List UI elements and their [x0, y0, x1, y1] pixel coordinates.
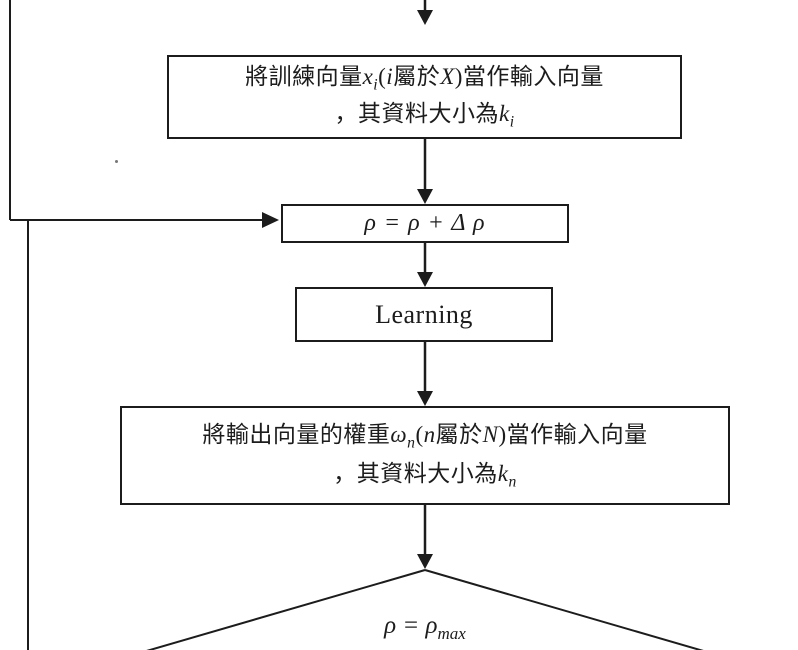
math-var: i — [386, 63, 394, 89]
text-segment: ( — [378, 63, 387, 89]
math-var: n — [423, 421, 436, 447]
text-segment: )當作輸入向量 — [454, 63, 604, 89]
text-segment: )當作輸入向量 — [498, 421, 648, 447]
entry-arrow-head — [417, 10, 433, 25]
process-box-learning: Learning — [295, 287, 553, 342]
box1-text-line1: 將訓練向量xi(i屬於X)當作輸入向量 — [245, 60, 604, 97]
text-segment: 將訓練向量 — [245, 63, 363, 89]
text-segment: 屬於 — [393, 63, 441, 89]
learning-label: Learning — [375, 299, 473, 329]
math-var: x — [362, 63, 374, 89]
decision-diamond-left-edge — [146, 569, 426, 650]
math-var: k — [497, 460, 509, 486]
rho-update-label: ρ = ρ + Δ ρ — [364, 210, 486, 236]
math-expression: ρ = ρ — [384, 612, 438, 639]
arrow-learning-to-box4-head — [417, 391, 433, 406]
math-var: k — [498, 101, 510, 126]
text-segment: 屬於 — [435, 421, 483, 447]
box1-text-line2: ，其資料大小為ki — [334, 97, 514, 134]
math-subscript: i — [509, 113, 515, 131]
text-segment: ，其資料大小為 — [333, 460, 498, 486]
box4-text-line1: 將輸出向量的權重ωn(n屬於N)當作輸入向量 — [202, 417, 647, 456]
math-var: N — [482, 421, 499, 447]
process-box-output-weight-input: 將輸出向量的權重ωn(n屬於N)當作輸入向量 ，其資料大小為kn — [120, 406, 730, 505]
math-var: ω — [390, 421, 408, 447]
math-subscript: n — [508, 473, 517, 491]
math-subscript: n — [407, 434, 416, 452]
scan-speck — [115, 160, 118, 163]
process-box-rho-update: ρ = ρ + Δ ρ — [281, 204, 569, 243]
math-subscript: i — [373, 76, 379, 94]
text-segment: ，其資料大小為 — [334, 101, 499, 126]
text-segment: 將輸出向量的權重 — [202, 421, 391, 447]
arrow-rho-to-learning-head — [417, 272, 433, 287]
feedback-arrow-head — [262, 212, 279, 228]
arrow-box4-to-decision-head — [417, 554, 433, 569]
text-segment: ( — [415, 421, 424, 447]
arrow-box1-to-rho-head — [417, 189, 433, 204]
process-box-training-vector-input: 將訓練向量xi(i屬於X)當作輸入向量 ，其資料大小為ki — [167, 55, 682, 139]
box4-text-line2: ，其資料大小為kn — [333, 456, 517, 495]
math-subscript: max — [437, 624, 466, 643]
decision-diamond-right-edge — [424, 569, 704, 650]
decision-condition-label: ρ = ρmax — [384, 612, 466, 644]
math-var: X — [440, 63, 455, 89]
